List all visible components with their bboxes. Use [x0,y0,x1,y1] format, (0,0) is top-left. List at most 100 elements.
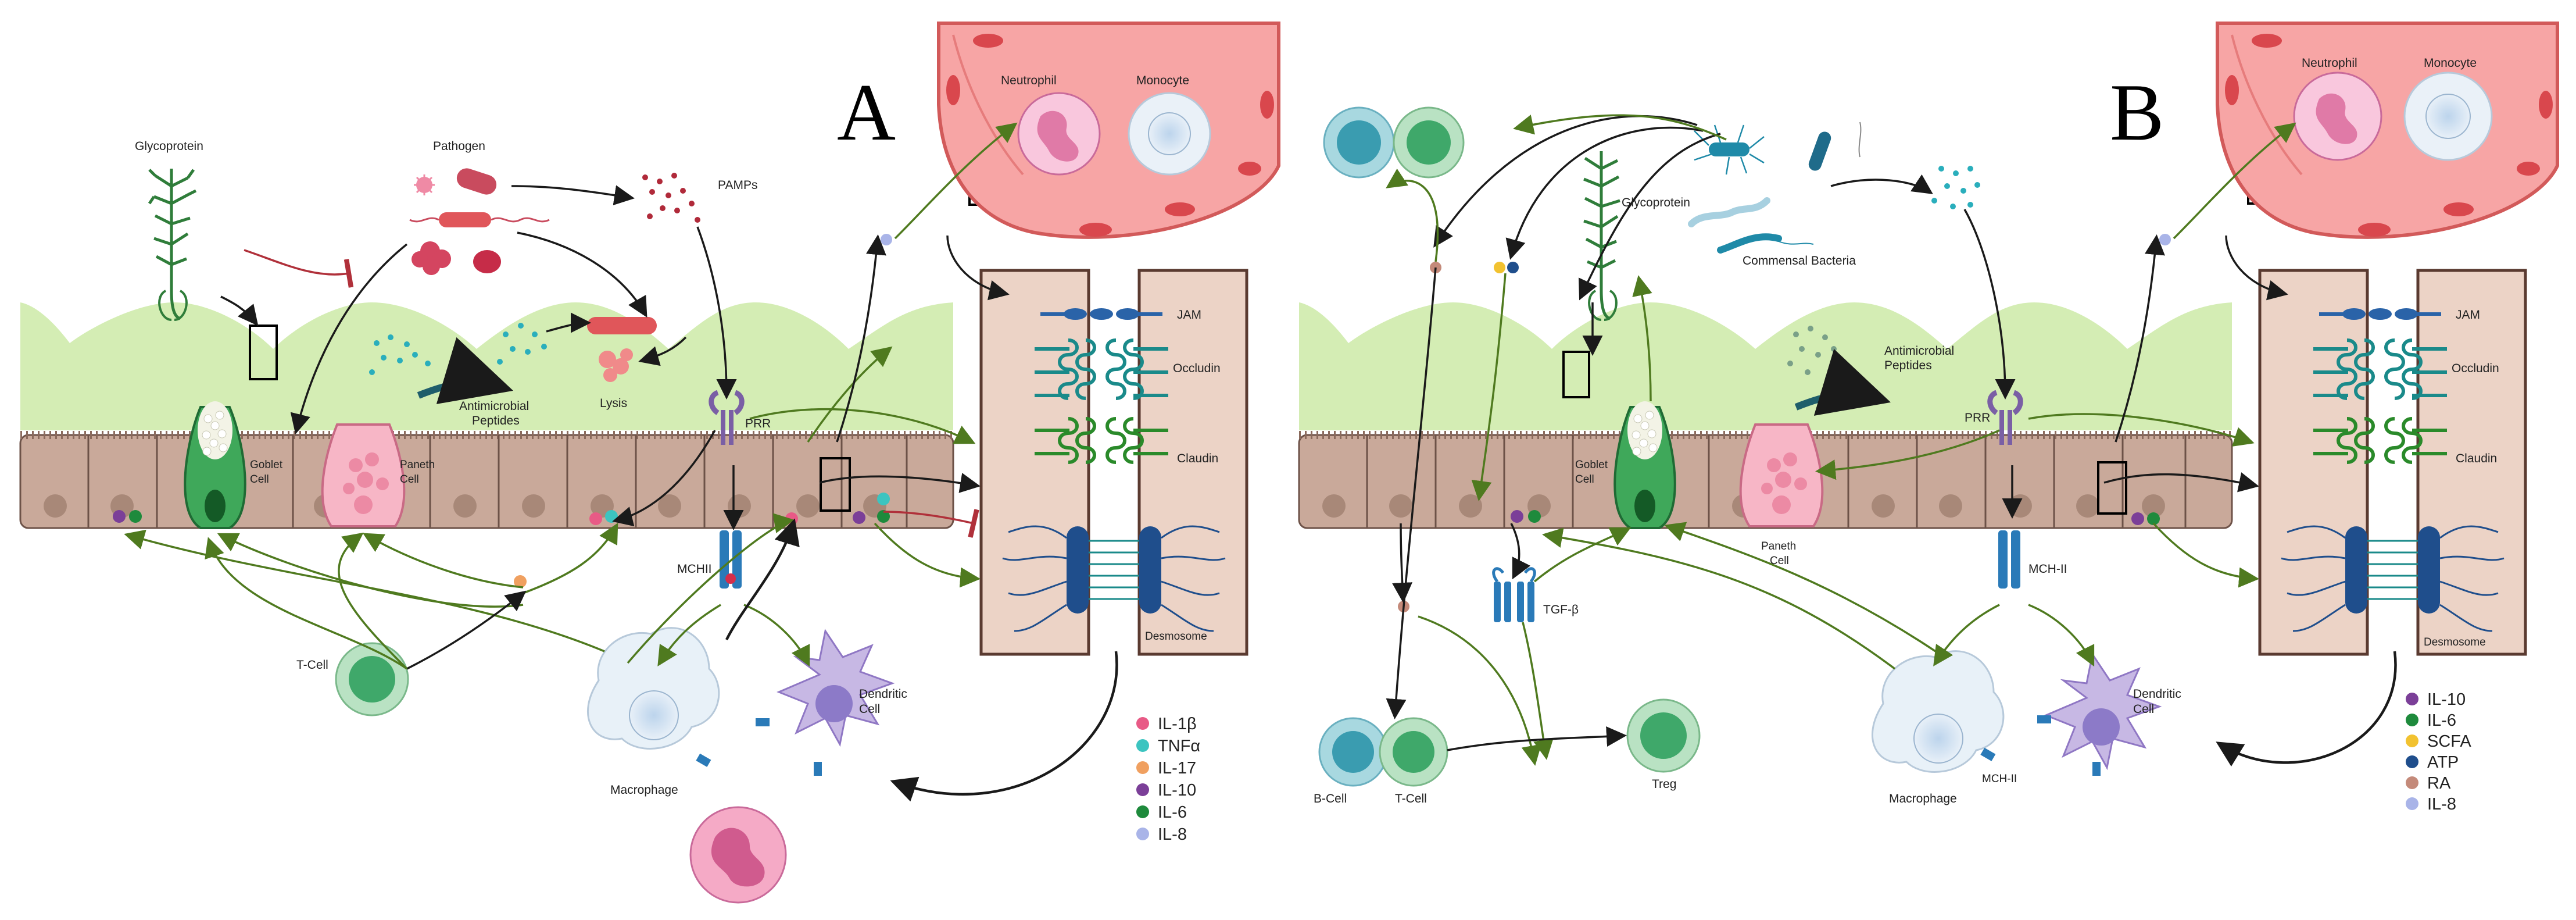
cytokine-dots [113,234,892,588]
glycoprotein-icon [148,169,197,321]
panel-letter: B [2110,67,2164,158]
monocyte-cell [1128,92,1211,176]
amp-label-1: Antimicrobial [459,400,529,413]
b-cell-top [1323,106,1395,179]
treg-label: Treg [1652,778,1676,791]
lysis-icon [587,317,657,382]
pathogen-icon [409,168,550,275]
inset-marker-junction [2097,461,2127,515]
jam-label: JAM [1177,308,1201,322]
t-cell-label: T-Cell [296,658,328,672]
legend-item: IL-17 [1136,759,1196,778]
mhc-label: MCH-II [2028,562,2067,576]
mhc-label-macrophage: MCH-II [1982,773,2017,785]
legend-item: IL-10 [2406,690,2466,709]
paneth-label-2: Cell [1770,555,1789,567]
paneth-label-1: Paneth [400,459,435,471]
goblet-label-1: Goblet [1575,459,1608,471]
glycoprotein-label: Glycoprotein [135,140,203,153]
desmosome-label: Desmosome [2424,636,2486,648]
monocyte-cell [2403,72,2493,161]
svg-text:RA: RA [2427,774,2451,793]
svg-text:ATP: ATP [2427,753,2459,772]
glycoprotein-label: Glycoprotein [1622,196,1690,209]
b-cell-label: B-Cell [1314,792,1347,805]
neutrophil-cell [2293,72,2382,161]
inset-marker-junction [820,457,851,512]
tgf-beta-receptor-icon [1492,567,1536,622]
tight-junction-detail [979,269,1248,656]
legend-item: IL-8 [2406,795,2456,814]
prr-receptor-icon [1987,390,2023,445]
prr-receptor-icon [709,390,745,445]
svg-text:IL-1β: IL-1β [1158,715,1197,733]
dendritic-label-2: Cell [859,703,880,716]
prr-label: PRR [1965,411,1990,425]
macrophage-label: Macrophage [610,783,678,797]
monocyte-label: Monocyte [2424,56,2477,70]
glycoprotein-icon [1583,151,1620,321]
svg-text:IL-6: IL-6 [1158,803,1187,822]
blood-vessel [937,22,1280,239]
epithelium [19,431,954,529]
particles [1931,166,1980,209]
pathogen-label: Pathogen [433,140,485,153]
dendritic-label-2: Cell [2133,703,2154,716]
legend-item: ATP [2406,753,2459,772]
amp-label-2: Peptides [472,414,520,427]
legend-item: SCFA [2406,732,2471,751]
tgf-beta-label: TGF-β [1543,603,1579,616]
legend: IL-10 IL-6 SCFA ATP RA IL-8 [2406,690,2471,814]
svg-text:IL-17: IL-17 [1158,759,1196,778]
commensal-label: Commensal Bacteria [1743,254,1856,268]
legend-item: IL-6 [2406,711,2456,730]
blood-vessel [2216,22,2559,239]
neutrophil-label: Neutrophil [1001,74,1057,87]
monocyte-label: Monocyte [1136,74,1189,87]
dendritic-label-1: Dendritic [2133,687,2181,701]
legend-item: TNFα [1136,737,1200,755]
paneth-label-1: Paneth [1761,540,1796,552]
svg-text:SCFA: SCFA [2427,732,2471,751]
t-cell-top [1393,106,1465,179]
occludin-label: Occludin [2452,362,2499,375]
treg-cell [1626,698,1701,773]
prr-label: PRR [745,417,771,430]
goblet-label-2: Cell [1575,473,1594,486]
pamps-label: PAMPs [718,179,757,192]
mhc-ii-receptor-icon [720,530,742,589]
dendritic-cell [2037,652,2162,776]
panel-letter: A [837,67,896,158]
amp-label-1: Antimicrobial [1884,344,1954,358]
svg-text:IL-10: IL-10 [1158,781,1196,800]
tight-junction-detail [2258,269,2527,656]
legend-item: IL-1β [1136,715,1197,733]
macrophage-cell [587,627,720,767]
inset-marker-mucus [1562,351,1590,398]
pathway-arrows [1386,114,2397,767]
inset-marker-mucus [249,325,278,380]
t-cell [335,642,409,716]
svg-text:IL-8: IL-8 [2427,795,2456,814]
claudin-label: Claudin [2456,452,2497,465]
svg-text:IL-8: IL-8 [1158,825,1187,844]
t-cell [1379,717,1448,787]
legend: IL-1β TNFα IL-17 IL-10 IL-6 IL-8 [1136,715,1200,844]
paneth-cell [321,423,406,527]
commensal-bacteria-icon [1688,122,1862,254]
neutrophil-label: Neutrophil [2302,56,2357,70]
mhc-ii-receptor-icon [1998,530,2020,589]
goblet-label-2: Cell [250,473,269,486]
goblet-label-1: Goblet [250,459,283,471]
mucus-layer [1299,302,2232,430]
svg-text:IL-6: IL-6 [2427,711,2456,730]
t-cell-label: T-Cell [1395,792,1427,805]
jam-label: JAM [2456,308,2480,322]
paneth-cell [1739,423,1824,527]
b-cell [1318,717,1388,787]
pamps-particles [642,173,700,223]
lysis-label: Lysis [600,397,627,410]
svg-text:IL-10: IL-10 [2427,690,2466,709]
claudin-label: Claudin [1177,452,1218,465]
